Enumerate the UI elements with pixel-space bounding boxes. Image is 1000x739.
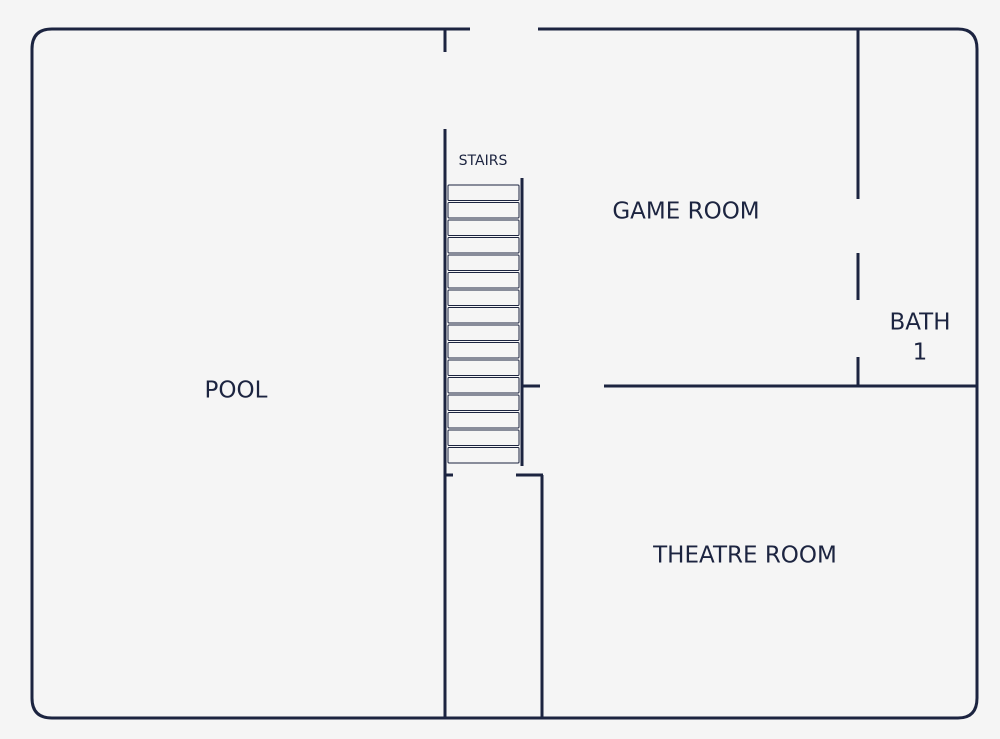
- stairs-label: STAIRS: [459, 153, 508, 169]
- stair-step: [447, 412, 520, 429]
- stair-step: [447, 272, 520, 289]
- stair-steps: [447, 184, 520, 464]
- stair-step: [447, 324, 520, 341]
- stair-step: [447, 202, 520, 219]
- interior-walls: [443, 29, 977, 718]
- stair-step: [447, 447, 520, 464]
- bath-label-line2: 1: [913, 340, 928, 366]
- stair-step: [447, 184, 520, 201]
- stair-step: [447, 237, 520, 254]
- stair-step: [447, 342, 520, 359]
- game-room-label: GAME ROOM: [612, 199, 759, 225]
- theatre-room-label: THEATRE ROOM: [652, 543, 837, 569]
- stair-step: [447, 377, 520, 394]
- pool-label: POOL: [205, 378, 268, 404]
- stair-step: [447, 254, 520, 271]
- outer-wall-left-section: [30, 27, 979, 720]
- stair-step: [447, 394, 520, 411]
- stair-step: [447, 289, 520, 306]
- stair-step: [447, 429, 520, 446]
- bath-label-line1: BATH: [889, 310, 950, 336]
- stair-step: [447, 307, 520, 324]
- stair-step: [447, 219, 520, 236]
- stair-step: [447, 359, 520, 376]
- outer-walls: [30, 27, 979, 720]
